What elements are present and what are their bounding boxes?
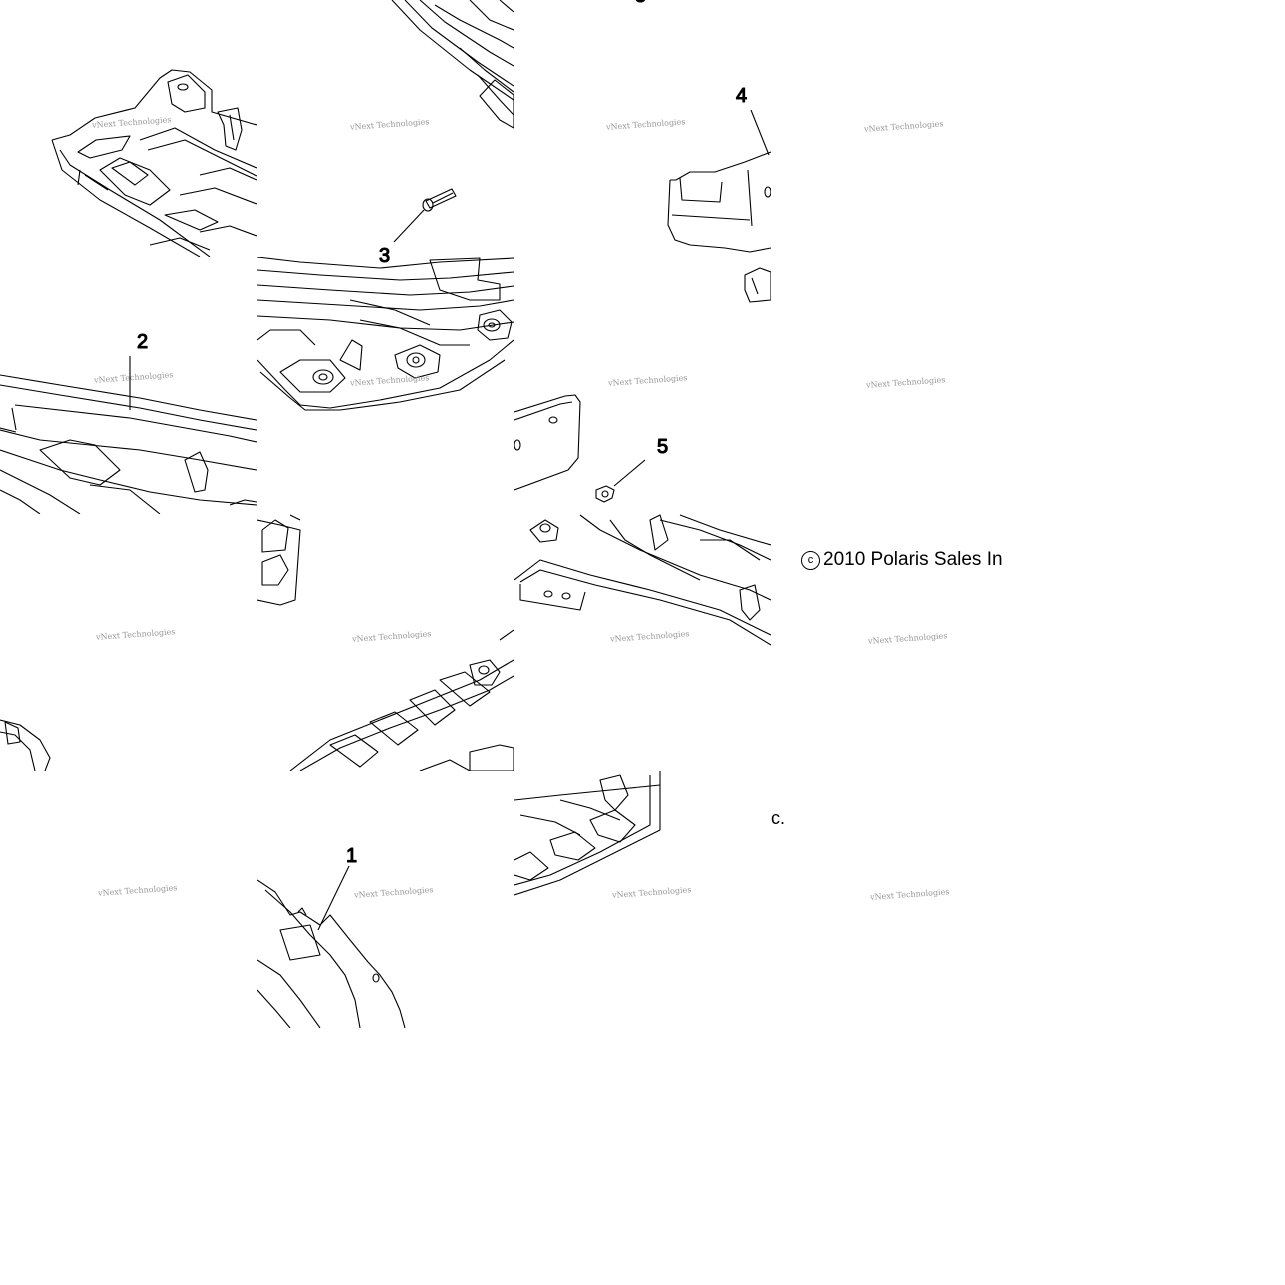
screw-head	[601, 490, 609, 498]
callout-1: 1	[346, 845, 357, 867]
skid-plate-lower-center	[257, 514, 514, 771]
text-fragment: c.	[771, 808, 786, 828]
screw-part-5	[595, 485, 615, 503]
copyright-symbol: c	[801, 551, 820, 570]
leader-line-5	[613, 459, 646, 487]
callout-2: 2	[137, 331, 148, 353]
skid-plate-rail-part-2	[0, 356, 257, 514]
leader-line-3	[393, 209, 425, 243]
copyright-text: 2010 Polaris Sales In	[823, 549, 1003, 570]
callout-5: 5	[657, 436, 668, 458]
skid-plate-part-1	[257, 865, 406, 1028]
skid-plate-right	[514, 514, 771, 646]
bolt-part-3	[422, 188, 457, 212]
skid-plate-edge-fragment	[0, 719, 51, 771]
bracket-and-screw-part-5	[514, 267, 771, 503]
leader-line-4	[750, 109, 770, 156]
skid-plate-center	[257, 257, 514, 411]
callout-cut-top: 5	[635, 0, 646, 7]
callout-3: 3	[379, 245, 390, 267]
skid-plate-top-center	[391, 0, 514, 129]
skid-plate-rear	[514, 771, 661, 896]
leader-line-1	[317, 865, 350, 931]
skid-plate-front-left	[51, 69, 257, 257]
side-guard-part-4	[667, 109, 771, 253]
callout-4: 4	[736, 85, 747, 107]
